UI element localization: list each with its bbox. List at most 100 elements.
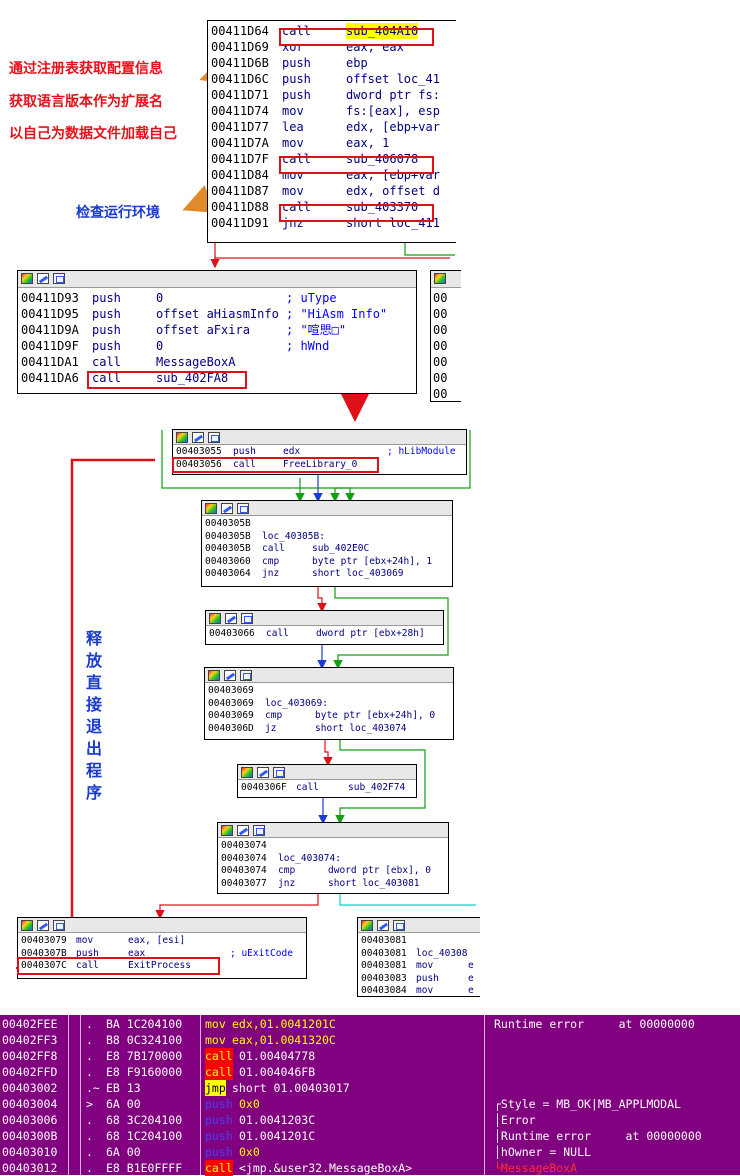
code-operand[interactable]: fs:[eax], esp <box>346 104 440 118</box>
code-operand[interactable]: byte ptr [ebx+24h], 0 <box>315 710 436 721</box>
code-operand[interactable]: e <box>468 960 474 971</box>
code-operand[interactable]: eax, [esi] <box>128 935 186 946</box>
edit-icon[interactable] <box>221 503 233 514</box>
graph-overview-icon[interactable] <box>208 432 220 443</box>
code-operand[interactable]: dword ptr [ebx+28h] <box>316 628 425 639</box>
code-operand[interactable]: sub_404A10 <box>346 23 419 39</box>
column-divider[interactable] <box>68 1015 69 1175</box>
graph-color-icon[interactable] <box>208 670 220 681</box>
code-operand[interactable]: dword ptr [ebx], 0 <box>328 865 431 876</box>
code-operand[interactable]: short loc_403074 <box>315 722 407 734</box>
code-operand[interactable]: ebp <box>346 56 368 70</box>
code-operand[interactable]: sub_402F74 <box>348 782 406 793</box>
code-operand[interactable]: ExitProcess <box>128 960 191 971</box>
code-operand[interactable]: sub_406078 <box>346 152 419 166</box>
graph-color-icon[interactable] <box>221 825 233 836</box>
code-operand[interactable]: eax <box>128 947 146 959</box>
edit-icon[interactable] <box>257 767 269 778</box>
code-line[interactable]: 0040305B <box>202 518 740 531</box>
graph-overview-icon[interactable] <box>393 920 405 931</box>
graph-overview-icon[interactable] <box>241 613 253 624</box>
code-operand[interactable]: 0 <box>156 339 164 353</box>
code-operand[interactable]: dword ptr fs: <box>346 88 440 102</box>
edit-icon[interactable] <box>377 920 389 931</box>
graph-color-icon[interactable] <box>241 767 253 778</box>
graph-overview-icon[interactable] <box>53 920 65 931</box>
code-operand[interactable]: eax, 1 <box>346 136 390 150</box>
code-line[interactable]: 00403069 <box>205 685 740 698</box>
edit-icon[interactable] <box>224 670 236 681</box>
code-operand[interactable]: offset aHiasmInfo <box>156 307 279 321</box>
code-operand[interactable]: MessageBoxA <box>156 355 236 369</box>
code-operand[interactable]: sub_402E0C <box>312 543 370 554</box>
code-line[interactable]: 00403081 <box>358 935 480 948</box>
graph-color-icon[interactable] <box>361 920 373 931</box>
graph-color-icon[interactable] <box>209 613 221 624</box>
code-operand[interactable]: byte ptr [ebx+24h], 1 <box>312 555 433 567</box>
edit-icon[interactable] <box>37 273 49 284</box>
graph-color-icon[interactable] <box>176 432 188 443</box>
code-operand[interactable]: eax, [ebp+var <box>346 168 440 182</box>
code-operand[interactable]: e <box>468 972 474 984</box>
graph-color-icon[interactable] <box>21 273 33 284</box>
code-operand[interactable]: offset aFxira <box>156 323 250 337</box>
column-divider[interactable] <box>200 1015 201 1175</box>
graph-overview-icon[interactable] <box>237 503 249 514</box>
code-operand[interactable]: short loc_411 <box>346 216 440 230</box>
code-operand[interactable]: FreeLibrary_0 <box>283 458 358 470</box>
graph-overview-icon[interactable] <box>273 767 285 778</box>
edit-icon[interactable] <box>37 920 49 931</box>
graph-overview-icon[interactable] <box>53 273 65 284</box>
code-operand[interactable]: short loc_403069 <box>312 568 404 579</box>
column-divider[interactable] <box>80 1015 81 1175</box>
code-operand[interactable]: edx <box>283 446 301 457</box>
code-operand[interactable]: edx, offset d <box>346 184 440 198</box>
code-operand[interactable]: short loc_403081 <box>328 877 420 889</box>
column-divider[interactable] <box>484 1015 485 1175</box>
